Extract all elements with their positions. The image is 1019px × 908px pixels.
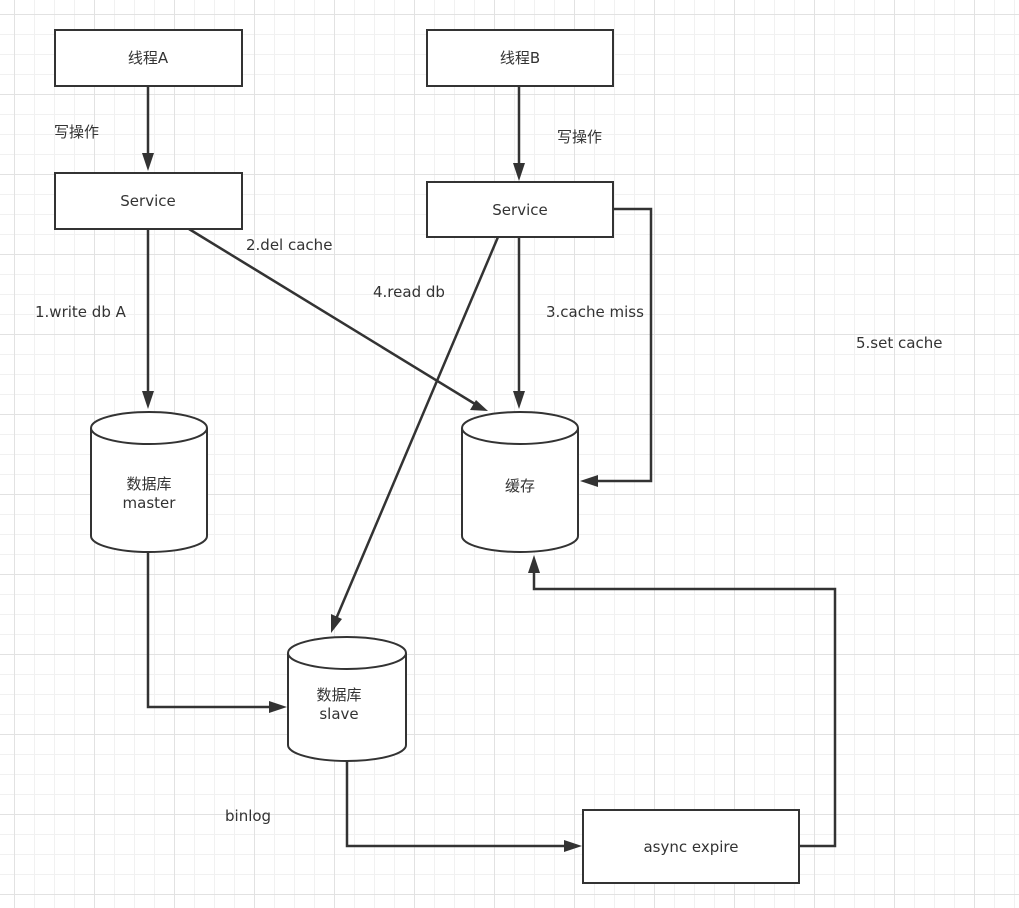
- edge-binlog: [345, 761, 566, 848]
- edge-label-binlog: binlog: [225, 807, 271, 825]
- cylinder-top: [461, 411, 579, 445]
- node-box: [54, 172, 243, 230]
- edge-label-write-db: 1.write db A: [35, 303, 127, 321]
- edge-read-db: [334, 236, 500, 620]
- cylinder-top: [90, 411, 208, 445]
- cylinder-top: [287, 636, 407, 670]
- arrowhead: [564, 840, 582, 852]
- edge-label-set-cache: 5.set cache: [856, 334, 942, 352]
- node-label: Service: [120, 192, 175, 210]
- node-label: 缓存: [505, 477, 535, 495]
- node-db-slave[interactable]: 数据库 slave: [287, 636, 407, 762]
- edge-async-expire-to-cache: [532, 572, 837, 848]
- node-thread-a[interactable]: 线程A: [54, 29, 243, 87]
- node-label: 线程B: [500, 49, 540, 67]
- node-label: async expire: [643, 838, 738, 856]
- node-thread-b[interactable]: 线程B: [426, 29, 614, 87]
- edge-label-write-op-b: 写操作: [557, 128, 602, 146]
- arrowhead: [142, 391, 154, 409]
- arrowhead: [513, 163, 525, 181]
- node-async-expire[interactable]: async expire: [582, 809, 800, 884]
- connectors: [142, 86, 837, 852]
- node-label-line1: 数据库: [316, 686, 361, 704]
- node-label-line2: slave: [319, 705, 358, 723]
- edge-label-read-db: 4.read db: [373, 283, 445, 301]
- node-box: [582, 809, 800, 884]
- edge-label-write-op-a: 写操作: [54, 123, 99, 141]
- cylinder-body: [461, 428, 579, 553]
- arrowhead: [331, 614, 342, 633]
- arrowhead: [580, 475, 598, 487]
- arrowhead: [142, 153, 154, 171]
- edge-label-del-cache: 2.del cache: [246, 236, 332, 254]
- node-box: [54, 29, 243, 87]
- node-service-a[interactable]: Service: [54, 172, 243, 230]
- node-box: [426, 29, 614, 87]
- edge-label-cache-miss: 3.cache miss: [546, 303, 644, 321]
- node-label: 线程A: [128, 49, 169, 67]
- arrowhead: [513, 391, 525, 409]
- cylinder-body: [287, 653, 407, 762]
- edge-set-cache: [597, 207, 653, 483]
- arrowhead: [470, 400, 488, 411]
- node-cache[interactable]: 缓存: [461, 411, 579, 553]
- node-service-b[interactable]: Service: [426, 181, 614, 238]
- arrowhead: [269, 701, 287, 713]
- node-label: Service: [492, 201, 547, 219]
- node-label-line1: 数据库: [126, 475, 171, 493]
- arrowhead: [528, 555, 540, 573]
- node-box: [426, 181, 614, 238]
- edge-del-cache: [188, 227, 476, 406]
- node-db-master[interactable]: 数据库 master: [90, 411, 208, 553]
- edge-replication: [146, 552, 271, 709]
- node-label-line2: master: [123, 494, 177, 512]
- cylinder-body: [90, 428, 208, 553]
